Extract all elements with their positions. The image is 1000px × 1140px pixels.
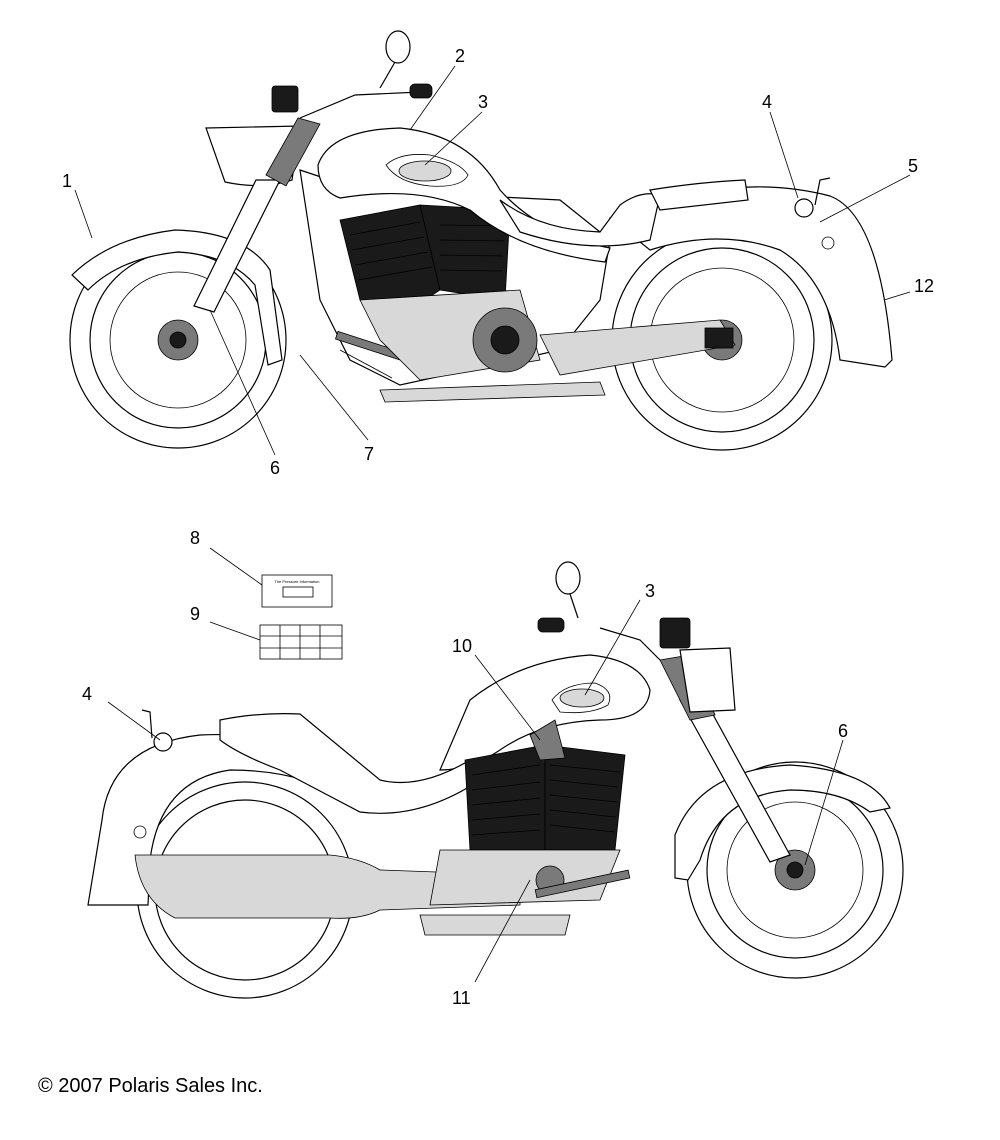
callout-9: 9 xyxy=(190,604,200,624)
decal-8-title: Tire Pressure Information xyxy=(275,579,320,584)
exhaust-bottom xyxy=(134,854,521,919)
copyright-notice: © 2007 Polaris Sales Inc. xyxy=(38,1075,263,1097)
callout-3-top: 3 xyxy=(478,92,488,112)
callout-10: 10 xyxy=(452,636,472,656)
engine-top xyxy=(339,204,541,381)
callout-7: 7 xyxy=(364,444,374,464)
decal-8-tire-pressure-label: Tire Pressure Information xyxy=(261,574,333,608)
callout-8: 8 xyxy=(190,528,200,548)
callout-11: 11 xyxy=(452,988,471,1008)
callout-3-bottom: 3 xyxy=(645,581,655,601)
seat-top xyxy=(499,193,661,247)
callout-4-top: 4 xyxy=(762,92,772,112)
decal-9-warning-label xyxy=(259,624,343,660)
motorcycle-right-side-view xyxy=(69,30,893,451)
motorcycle-left-side-view xyxy=(87,561,904,999)
callout-numbers: 1 2 3 4 5 12 6 7 8 9 3 10 4 6 11 xyxy=(62,46,934,1008)
callout-4-bottom: 4 xyxy=(82,684,92,704)
callout-1: 1 xyxy=(62,171,72,191)
callout-5: 5 xyxy=(908,156,918,176)
callout-12: 12 xyxy=(914,276,934,296)
front-wheel-top xyxy=(69,231,287,449)
rear-fender-top xyxy=(608,186,893,368)
engine-bottom xyxy=(429,719,626,906)
callout-6-top: 6 xyxy=(270,458,280,478)
front-wheel-bottom xyxy=(686,761,904,979)
callout-2: 2 xyxy=(455,46,465,66)
leader-lines xyxy=(74,65,911,983)
callout-6-bottom: 6 xyxy=(838,721,848,741)
